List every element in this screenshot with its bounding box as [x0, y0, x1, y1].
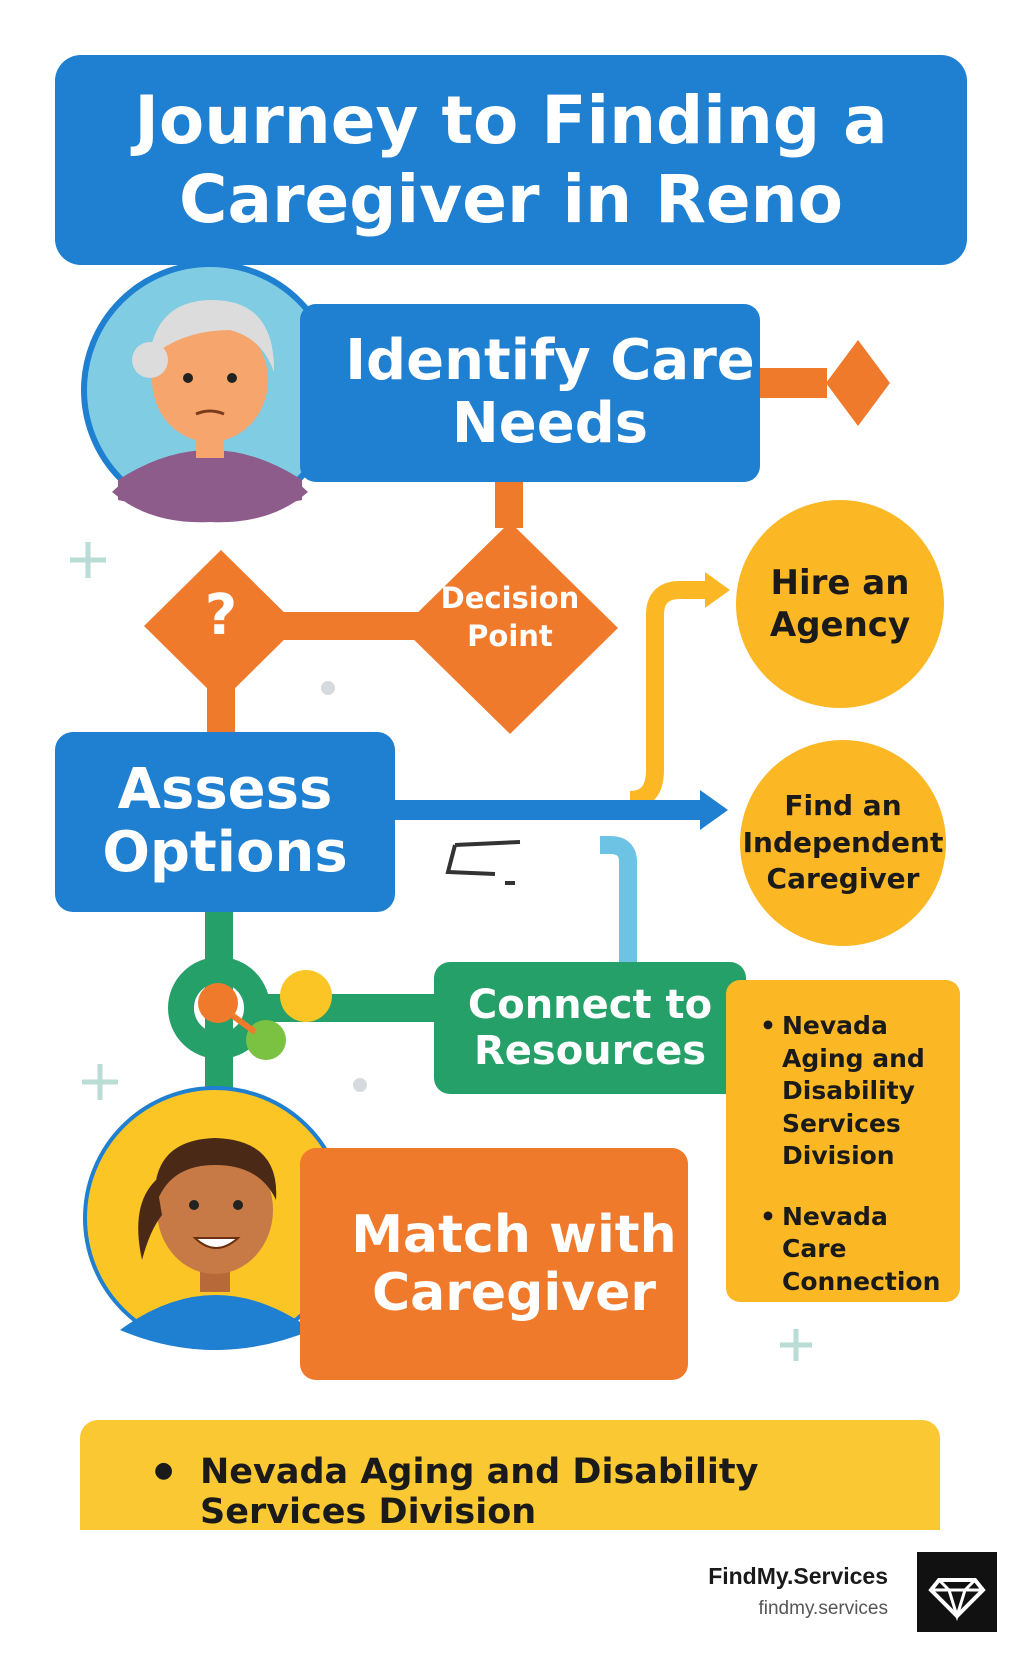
step-connect-resources: Connect to Resources: [434, 962, 746, 1094]
resource-item: Nevada Care Connection: [760, 1201, 950, 1299]
gem-logo-icon: [917, 1552, 997, 1632]
resources-list: Nevada Aging and Disability Services Div…: [726, 980, 960, 1302]
brand-name: FindMy.Services: [708, 1563, 888, 1589]
option-hire-agency: Hire an Agency: [736, 500, 944, 708]
resource-item: Nevada Aging and Disability Services Div…: [760, 1010, 950, 1173]
step-assess-options: Assess Options: [55, 732, 395, 912]
dot-lime: [246, 1020, 286, 1060]
dot-yellow: [280, 970, 332, 1022]
connector-identify-right: [755, 368, 827, 398]
sketch-mark: [445, 840, 521, 885]
dot-decoration: [321, 681, 335, 695]
connector-connect-up: [600, 836, 637, 962]
connector-assess-hire: [629, 581, 705, 809]
option-independent-caregiver: Find an Independent Caregiver: [740, 740, 946, 946]
arrowhead-hire: [705, 572, 730, 608]
dot-orange: [198, 983, 238, 1023]
elderly-woman-avatar: [81, 261, 339, 523]
question-icon: ?: [204, 583, 238, 648]
question-diamond: [144, 550, 298, 702]
brand-url: findmy.services: [758, 1598, 888, 1619]
connector-assess-independent: [395, 800, 705, 820]
decision-point-label: Decision Point: [440, 581, 580, 653]
brand-footer: FindMy.Services findmy.services: [708, 1563, 888, 1620]
page-title: Journey to Finding a Caregiver in Reno: [55, 55, 967, 265]
caregiver-woman-avatar: [83, 1086, 347, 1350]
decision-diamond: [402, 522, 618, 734]
step-identify-care-needs: Identify Care Needs: [300, 304, 760, 482]
connector-identify-down: [495, 478, 523, 528]
plus-decoration: [70, 542, 812, 1361]
arrowhead-independent: [700, 790, 728, 830]
bottom-resource-text: Nevada Aging and Disability Services Div…: [200, 1452, 759, 1533]
bottom-resource-band: ● Nevada Aging and Disability Services D…: [80, 1420, 940, 1533]
orange-diamond-right: [826, 340, 890, 426]
dot-decoration: [353, 1078, 367, 1092]
step-match-caregiver: Match with Caregiver: [300, 1148, 688, 1380]
bullet-marker: ●: [154, 1458, 174, 1483]
